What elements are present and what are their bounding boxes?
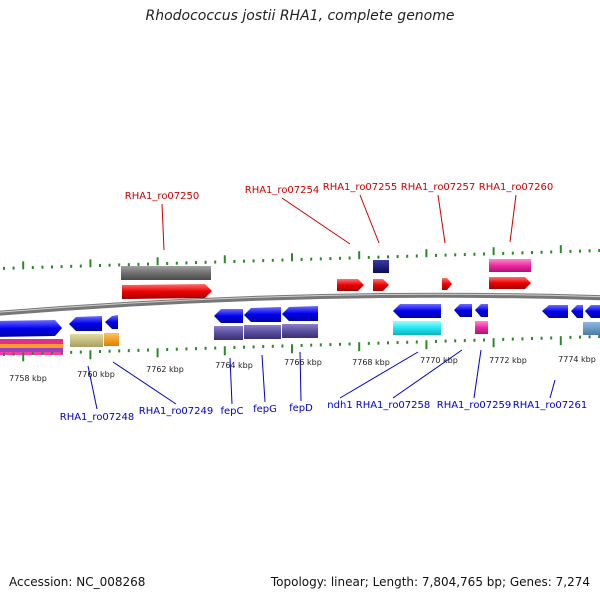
callout-line: [339, 351, 419, 399]
coordinate-label: 7762 kbp: [146, 365, 184, 374]
callout-line: [161, 203, 165, 251]
upper-ruler: [3, 245, 600, 270]
gene-arrow-ro07257[interactable]: [442, 278, 452, 290]
gene-arrow-right-edge[interactable]: [585, 305, 600, 318]
gene-arrow-ro07255[interactable]: [373, 279, 389, 291]
gene-pink-left[interactable]: [0, 339, 63, 344]
callout-line: [229, 357, 233, 405]
gene-arrow-ro07259[interactable]: [475, 304, 488, 317]
gene-arrow-ro07248b[interactable]: [105, 315, 118, 329]
coordinate-label: 7766 kbp: [284, 358, 322, 367]
bottom-gene-callouts: RHA1_ro07248 RHA1_ro07249 fepC fepG fepD ndh1…: [60, 349, 588, 423]
gene-label-bottom[interactable]: RHA1_ro07249: [139, 406, 214, 417]
callout-line: [509, 194, 517, 243]
topology-text: Topology: linear; Length: 7,804,765 bp; …: [270, 575, 590, 589]
coordinate-label: 7774 kbp: [558, 355, 596, 364]
genome-backbone: [0, 292, 600, 316]
gene-slate-fepG[interactable]: [244, 325, 281, 339]
callout-line: [437, 194, 446, 244]
gene-arrow-ndh1[interactable]: [393, 304, 441, 318]
gene-arrow-ro07261[interactable]: [542, 305, 568, 318]
gene-slate-fepD[interactable]: [282, 324, 318, 338]
gene-label-bottom[interactable]: fepD: [289, 403, 313, 414]
gene-top-navy[interactable]: [373, 260, 389, 273]
gene-label-top[interactable]: RHA1_ro07260: [479, 182, 554, 193]
coordinate-label: 7764 kbp: [215, 361, 253, 370]
gene-arrow-fepG[interactable]: [244, 307, 281, 322]
gene-pink-ro07259[interactable]: [475, 321, 488, 334]
bottom-strand-genes: [0, 304, 600, 355]
gene-cyan-ndh1[interactable]: [393, 321, 441, 335]
gene-arrow-ro07248[interactable]: [69, 316, 102, 331]
callout-line: [392, 349, 463, 399]
gene-arrow-ro07258[interactable]: [454, 304, 472, 317]
gene-label-top[interactable]: RHA1_ro07250: [125, 191, 200, 202]
coordinate-label: 7760 kbp: [77, 370, 115, 379]
gene-khaki[interactable]: [70, 334, 103, 347]
gene-magenta-left[interactable]: [0, 352, 63, 355]
gene-arrow-left-edge[interactable]: [0, 320, 62, 337]
gene-label-top[interactable]: RHA1_ro07254: [245, 185, 320, 196]
gene-label-top[interactable]: RHA1_ro07257: [401, 182, 476, 193]
gene-arrow-ro07254[interactable]: [337, 279, 364, 291]
accession-text: Accession: NC_008268: [9, 575, 146, 589]
gene-arrow-ro07250[interactable]: [122, 284, 212, 299]
gene-steel-right[interactable]: [583, 322, 600, 335]
gene-purple-left[interactable]: [0, 348, 63, 352]
callout-line: [281, 197, 351, 245]
gene-label-bottom[interactable]: RHA1_ro07261: [513, 400, 588, 411]
gene-label-top[interactable]: RHA1_ro07255: [323, 182, 398, 193]
callout-line: [112, 361, 177, 405]
gene-label-bottom[interactable]: ndh1: [327, 400, 352, 411]
gene-arrow-fepC[interactable]: [214, 309, 243, 323]
callout-line: [299, 351, 302, 402]
callout-line: [261, 354, 266, 403]
gene-label-bottom[interactable]: RHA1_ro07248: [60, 412, 135, 423]
callout-line: [549, 379, 556, 399]
gene-label-bottom[interactable]: fepG: [253, 404, 277, 415]
gene-orange-left[interactable]: [0, 344, 63, 348]
coordinate-labels: 7758 kbp 7760 kbp 7762 kbp 7764 kbp 7766 kbp…: [9, 355, 596, 383]
gene-orange[interactable]: [104, 333, 119, 346]
gene-arrow-ro07260[interactable]: [489, 277, 531, 289]
gene-slate-fepC[interactable]: [214, 326, 243, 340]
gene-label-bottom[interactable]: fepC: [220, 406, 243, 417]
gene-arrow-ro07261b[interactable]: [571, 305, 583, 318]
gene-label-bottom[interactable]: RHA1_ro07258: [356, 400, 431, 411]
top-strand-genes: [121, 259, 531, 299]
coordinate-label: 7770 kbp: [420, 356, 458, 365]
gene-top-gray[interactable]: [121, 266, 211, 280]
callout-line: [87, 365, 98, 410]
callout-line: [359, 194, 380, 244]
coordinate-label: 7758 kbp: [9, 374, 47, 383]
coordinate-label: 7772 kbp: [489, 356, 527, 365]
map-title: Rhodococcus jostii RHA1, complete genome: [145, 8, 455, 24]
gene-label-bottom[interactable]: RHA1_ro07259: [437, 400, 512, 411]
gene-top-pink[interactable]: [489, 259, 531, 272]
gene-arrow-fepD[interactable]: [282, 306, 318, 321]
coordinate-label: 7768 kbp: [352, 358, 390, 367]
lower-ruler: [3, 335, 600, 362]
genome-backbone-highlight: [0, 293, 600, 313]
callout-line: [473, 349, 482, 399]
